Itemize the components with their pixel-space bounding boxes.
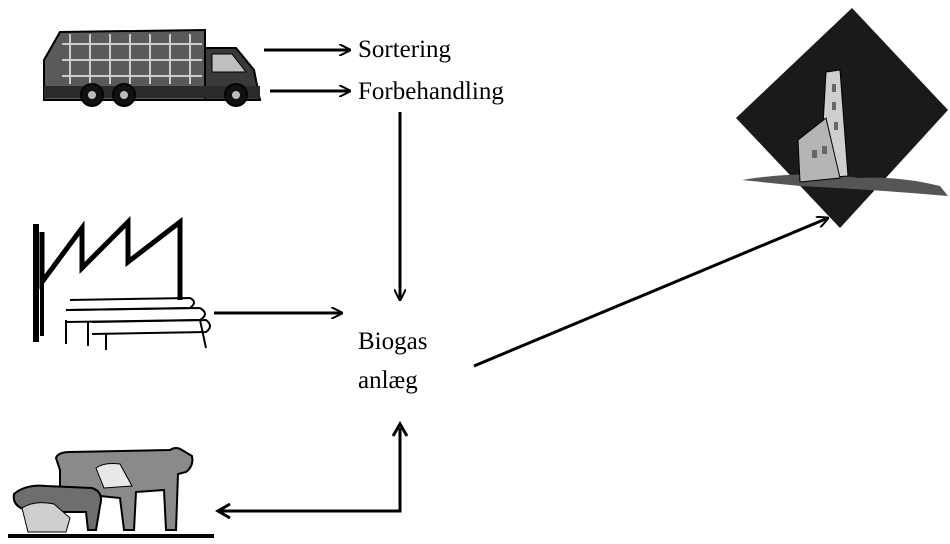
flow-arrows [214, 50, 828, 520]
arrowhead-up-to-biogas [391, 421, 409, 437]
factory-icon [33, 215, 211, 350]
biogas-label-line1: Biogas [358, 328, 428, 355]
sortering-label: Sortering [358, 36, 452, 63]
power-plant-icon [736, 8, 948, 228]
arrowhead-left-to-livestock [215, 502, 231, 520]
livestock-icon [8, 447, 214, 538]
forbehandling-label: Forbehandling [358, 78, 504, 105]
garbage-truck-icon [43, 28, 262, 107]
arrow-biogas-to-energy [473, 218, 828, 368]
biogas-label-line2: anlæg [358, 367, 418, 394]
arrow-biogas-livestock-link [220, 428, 402, 513]
